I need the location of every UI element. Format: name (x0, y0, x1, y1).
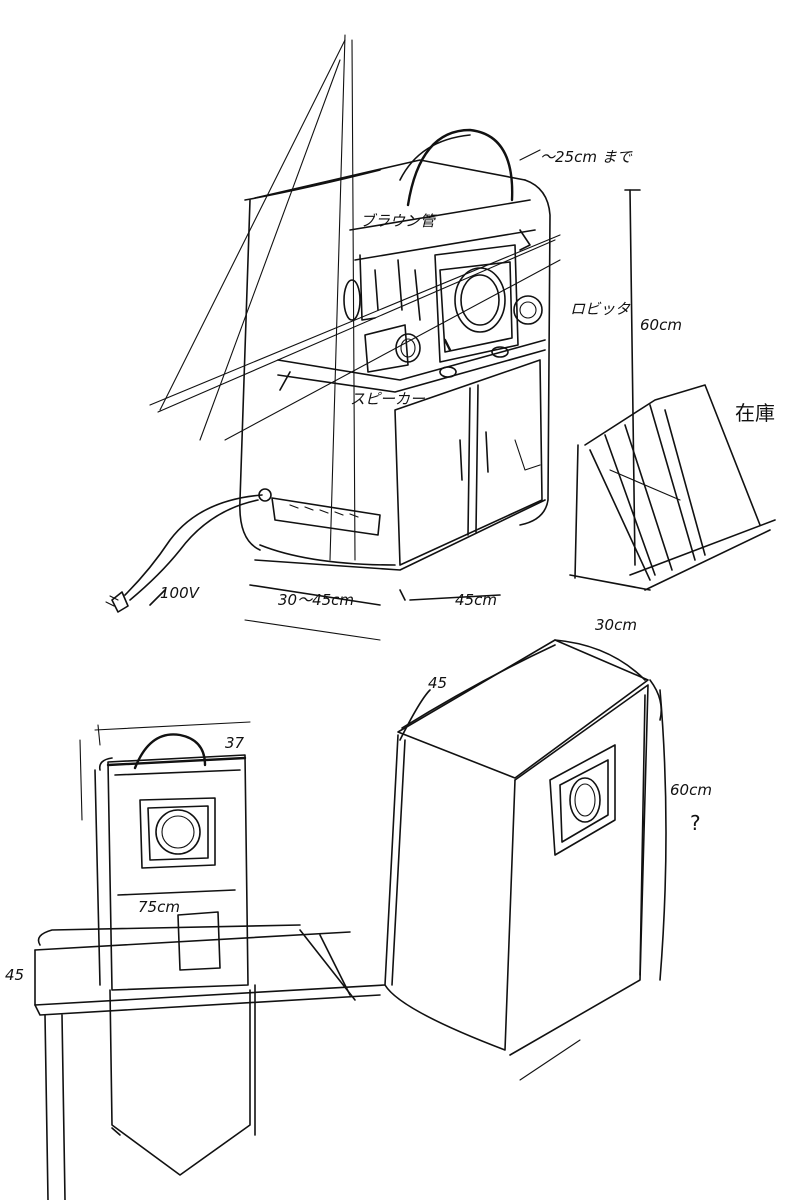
label-box-30: 30cm (595, 616, 637, 634)
stock-shelf-sketch (569, 384, 776, 591)
table-unit-sketch (34, 721, 386, 1200)
label-speaker: スピーカー (350, 390, 426, 408)
label-power-100v: 100V (160, 584, 201, 602)
label-robot: ロビッタ (570, 300, 631, 318)
label-box-45: 45 (428, 674, 447, 692)
label-table-45: 45 (5, 966, 24, 984)
label-depth-45-main: 45cm (455, 591, 497, 609)
label-small-75: 75cm (138, 898, 180, 916)
label-width-30-45: 30〜45cm (278, 591, 354, 609)
label-box-question: ? (690, 811, 701, 835)
box-sketch (384, 639, 667, 1081)
cabinet-sketch (105, 34, 641, 641)
label-small-37: 37 (225, 734, 245, 752)
label-crt: ブラウン管 (360, 212, 437, 230)
label-box-60: 60cm (670, 781, 712, 799)
annotations: 〜25cm まで ブラウン管 スピーカー ロビッタ 60cm 30〜45cm 4… (5, 148, 775, 984)
label-height-to-25: 〜25cm まで (540, 148, 633, 166)
label-stock: 在庫 (735, 401, 775, 425)
label-height-60-main: 60cm (640, 316, 682, 334)
